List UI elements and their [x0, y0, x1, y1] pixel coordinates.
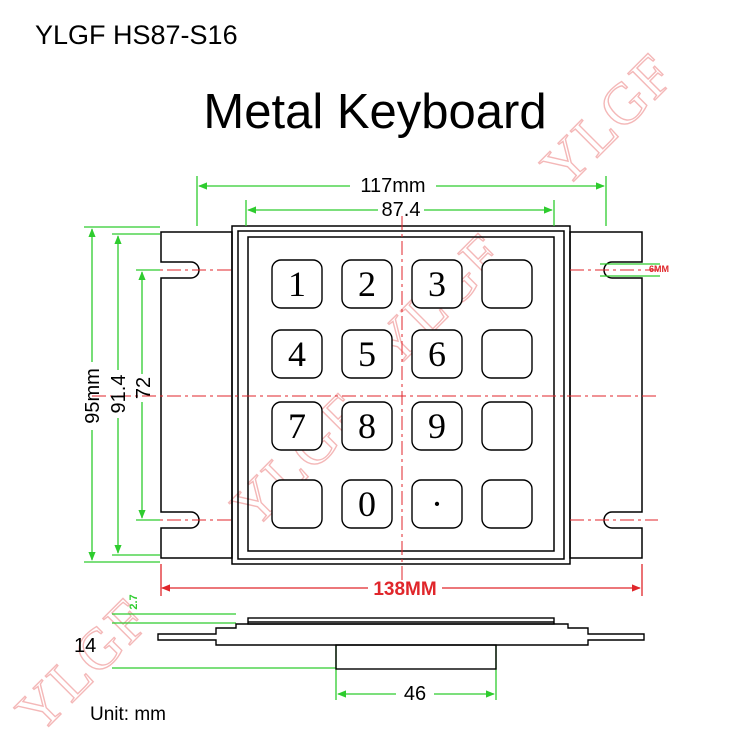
watermarks: YLGF YLGF YLGF YLGF	[3, 40, 688, 745]
total-length-label: 138MM	[373, 579, 436, 600]
keypad-key: 0	[341, 479, 393, 529]
key-cap	[411, 259, 463, 309]
keypad-key: 5	[341, 329, 393, 379]
key-label: 3	[428, 264, 446, 304]
keypad-key: 3	[411, 259, 463, 309]
keypad-key	[481, 329, 533, 379]
dimension-lines	[84, 176, 660, 700]
keypad-key: 6	[411, 329, 463, 379]
key-cap	[481, 401, 533, 451]
unit-label: Unit: mm	[90, 704, 166, 725]
key-cap	[341, 401, 393, 451]
key-cap	[271, 329, 323, 379]
key-label: ·	[431, 484, 443, 524]
keypad-key: 9	[411, 401, 463, 451]
total-length-dimension	[160, 564, 643, 596]
key-label: 0	[358, 484, 376, 524]
key-cap	[481, 329, 533, 379]
keypad-key: 2	[341, 259, 393, 309]
keypad-width-label: 87.4	[382, 199, 421, 221]
key-label: 8	[358, 406, 376, 446]
key-cap	[341, 259, 393, 309]
key-label: 5	[358, 334, 376, 374]
keypad-key: 4	[271, 329, 323, 379]
key-cap	[341, 329, 393, 379]
plate-thickness-label: 2.7	[128, 594, 140, 609]
mounting-plate	[160, 225, 643, 565]
slot-width-label: 6MM	[649, 264, 669, 274]
key-cap	[271, 401, 323, 451]
keypad-key: 8	[341, 401, 393, 451]
page-title: Metal Keyboard	[203, 85, 547, 139]
keypad-key: 7	[271, 401, 323, 451]
key-cap	[341, 479, 393, 529]
key-cap	[481, 479, 533, 529]
key-cap	[481, 259, 533, 309]
model-label: YLGF HS87-S16	[35, 20, 238, 50]
key-cap	[271, 259, 323, 309]
keypad-key	[481, 401, 533, 451]
keypad-key	[481, 479, 533, 529]
hole-pitch-label: 72	[133, 377, 155, 399]
key-label: 9	[428, 406, 446, 446]
side-profile-view	[157, 617, 645, 670]
key-cap	[411, 401, 463, 451]
base-width-label: 46	[404, 683, 426, 705]
key-label: 4	[288, 334, 306, 374]
key-label: 6	[428, 334, 446, 374]
keypad-key: 1	[271, 259, 323, 309]
key-label: 2	[358, 264, 376, 304]
key-label: 7	[288, 406, 306, 446]
keypad-key	[271, 479, 323, 529]
mid-height-label: 91.4	[108, 375, 130, 414]
keypad-key	[481, 259, 533, 309]
keypad-keys: 1 2 3 4 5 6 7 8 9 0 ·	[271, 259, 533, 529]
key-label: 1	[288, 264, 306, 304]
overall-height-label: 95mm	[82, 368, 104, 424]
total-depth-label: 14	[74, 635, 96, 657]
overall-width-label: 117mm	[360, 175, 425, 197]
key-cap	[271, 479, 323, 529]
key-cap	[411, 479, 463, 529]
center-lines	[92, 216, 658, 588]
key-cap	[411, 329, 463, 379]
keypad-key: ·	[411, 479, 463, 529]
